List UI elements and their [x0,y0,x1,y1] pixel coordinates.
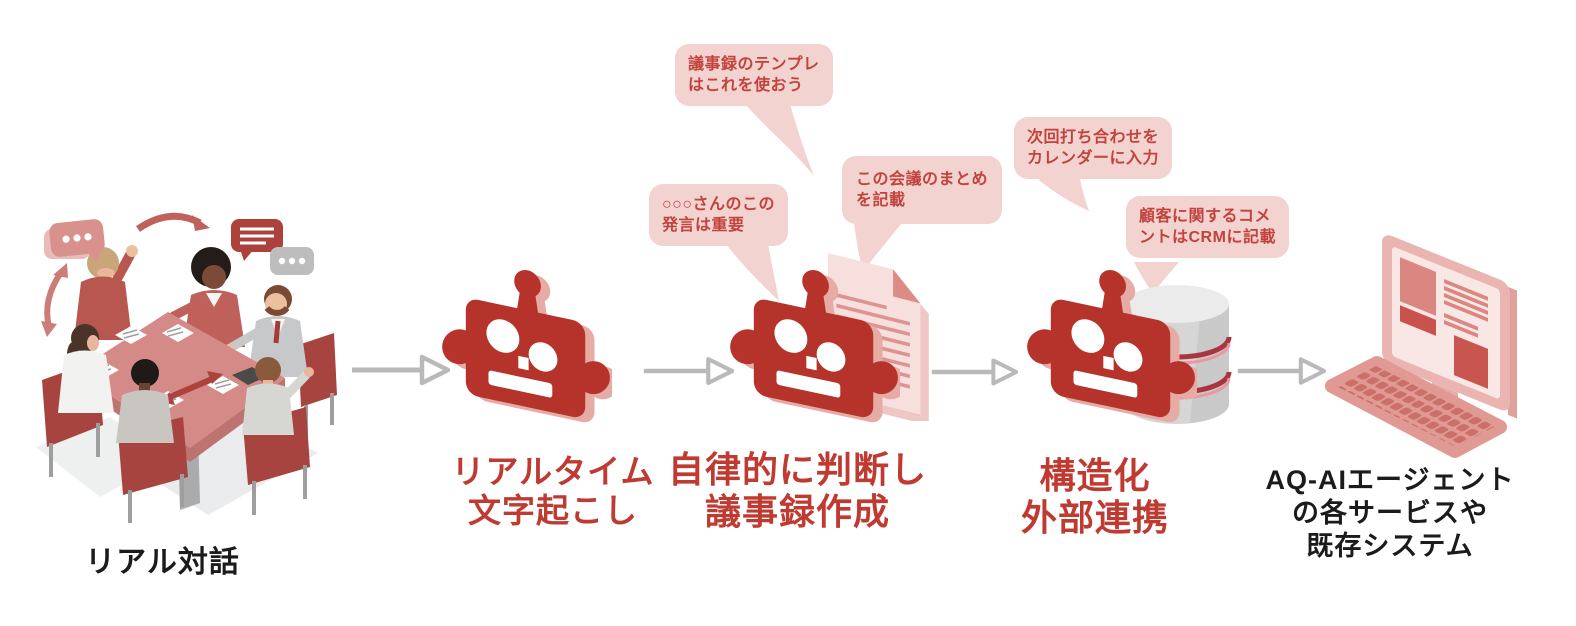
stage-label-aq-ai-services: AQ-AIエージェント の各サービスや 既存システム [1262,464,1518,563]
desktop-computer-icon [1325,235,1517,458]
label-line: 文字起こし [468,492,638,529]
robot-head-icon [1022,262,1197,448]
flow-arrow-icon [352,357,448,383]
label-line: 自律的に判断し [667,449,927,490]
person-back-center [116,359,174,443]
label-line: 構造化 [1039,455,1151,496]
speech-bubble-minutes-template: 議事録のテンプレ はこれを使おう [675,44,833,107]
label-line: AQ-AIエージェント [1265,465,1515,495]
label-line: リアルタイム [451,453,655,490]
bubble-line: 発言は重要 [662,217,745,235]
bubble-line: この会議のまとめ [856,171,989,188]
flow-arrow-icon [932,361,1016,384]
person-bearded-man [224,285,308,377]
bubble-line: ○○○さんのこの [662,196,775,213]
speech-bubble-meeting-summary: この会議のまとめ を記載 [842,156,1003,225]
bubble-line: ントはCRMに記載 [1139,229,1276,247]
label-line: の各サービスや [1292,498,1488,528]
bubble-line: 顧客に関するコメ [1139,208,1272,225]
robot-head-icon [437,262,612,448]
chat-decoration [41,212,314,337]
bubble-line: カレンダーに入力 [1027,150,1160,168]
label-line: 既存システム [1306,531,1474,561]
label-line: 外部連携 [1020,497,1169,538]
robot-head-icon [725,262,900,448]
speech-bubble-important-remark: ○○○さんのこの 発言は重要 [649,184,788,247]
bubble-line: 議事録のテンプレ [688,56,820,73]
bubble-line: はこれを使おう [688,77,804,95]
label-line: 議事録作成 [704,491,890,532]
stage-label-structuring-integration: 構造化 外部連携 [985,455,1205,539]
flow-arrow-icon [644,359,732,383]
bubble-line: 次回打ち合わせを [1027,129,1160,146]
stage-label-real-dialogue: リアル対話 [55,537,270,581]
speech-bubble-calendar-entry: 次回打ち合わせを カレンダーに入力 [1014,117,1173,180]
person-ponytail-woman [58,324,114,413]
label-line: リアル対話 [85,546,240,579]
bubble-line: を記載 [856,192,906,210]
person-back-right [242,357,314,435]
speech-bubble-crm-comment: 顧客に関するコメ ントはCRMに記載 [1126,196,1289,259]
meeting-people-icon [36,212,337,523]
stage-label-autonomous-minutes: 自律的に判断し 議事録作成 [650,449,945,533]
monitor [1382,235,1517,424]
speech-bubble-tails [726,104,1179,301]
stage-label-realtime-transcription: リアルタイム 文字起こし [428,452,678,530]
keyboard [1325,356,1507,458]
